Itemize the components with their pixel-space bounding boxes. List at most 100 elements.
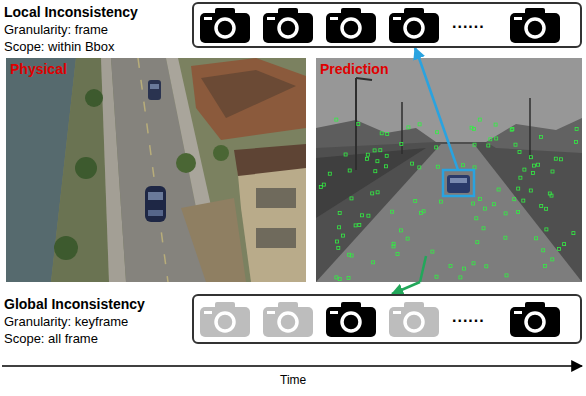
shape-rect (472, 262, 475, 265)
shape-rect (462, 164, 465, 167)
ellipsis: ...... (452, 308, 485, 326)
shape-line (138, 58, 168, 282)
shape-rect (376, 160, 379, 163)
shape-rect (554, 157, 557, 160)
shape-rect (344, 153, 347, 156)
shape-rect (396, 252, 399, 255)
shape-circle (85, 89, 103, 107)
image-label: Prediction (320, 61, 388, 77)
shape-rect (436, 165, 439, 168)
property-text: Scope: within Bbox (4, 40, 115, 55)
shape-rect (367, 214, 370, 217)
shape-use (326, 8, 376, 43)
shape-rect (522, 199, 525, 202)
shape-use (326, 302, 376, 337)
shape-rect (575, 127, 578, 130)
axis-label: Time (280, 374, 306, 388)
property-text: Scope: all frame (4, 332, 98, 347)
shape-use (389, 8, 439, 43)
shape-rect (517, 211, 520, 214)
shape-rect (535, 237, 538, 240)
shape-polygon (201, 70, 296, 118)
shape-rect (513, 198, 516, 201)
image-label: Physical (10, 61, 67, 77)
shape-rect (470, 126, 473, 129)
shape-line (420, 256, 426, 282)
shape-use (263, 8, 313, 43)
shape-rect (492, 203, 495, 206)
shape-rect (373, 149, 376, 152)
shape-rect (357, 122, 360, 125)
shape-rect (478, 118, 481, 121)
shape-rect (335, 276, 338, 279)
shape-rect (485, 265, 488, 268)
shape-circle (75, 157, 97, 179)
shape-rect (475, 217, 478, 220)
shape-rect (483, 207, 486, 210)
connector-arrow (392, 282, 420, 294)
shape-polygon (191, 58, 306, 140)
shape-rect (420, 212, 423, 215)
shape-rect (348, 169, 351, 172)
shape-rect (354, 224, 357, 227)
shape-rect (494, 123, 497, 126)
shape-rect (6, 58, 306, 282)
shape-line (419, 58, 458, 170)
shape-rect (414, 200, 417, 203)
shape-polygon (316, 148, 426, 218)
shape-rect (335, 118, 338, 121)
shape-rect (563, 243, 566, 246)
shape-rect (545, 207, 548, 210)
shape-rect (358, 223, 361, 226)
shape-rect (376, 191, 379, 194)
shape-rect (322, 183, 325, 186)
ellipsis: ...... (452, 14, 485, 32)
shape-line (356, 78, 372, 80)
shape-rect (148, 192, 163, 200)
shape-rect (145, 186, 166, 222)
shape-rect (379, 149, 382, 152)
shape-rect (366, 157, 369, 160)
shape-circle (54, 236, 78, 260)
shape-rect (400, 142, 403, 145)
shape-use (510, 302, 560, 337)
shape-rect (360, 214, 363, 217)
shape-rect (386, 132, 389, 135)
shape-rect (435, 275, 438, 278)
shape-rect (316, 58, 582, 282)
shape-rect (436, 131, 439, 134)
prediction-image: Prediction (316, 58, 582, 282)
shape-rect (482, 227, 485, 230)
shape-rect (514, 143, 517, 146)
shape-rect (372, 261, 375, 264)
shape-rect (392, 245, 395, 248)
shape-rect (540, 205, 543, 208)
shape-rect (338, 278, 341, 281)
physical-scene (6, 58, 306, 282)
shape-circle (213, 145, 229, 161)
shape-rect (148, 80, 161, 100)
property-text: Granularity: keyframe (4, 315, 128, 330)
shape-rect (476, 241, 479, 244)
shape-rect (347, 277, 350, 280)
shape-rect (462, 267, 465, 270)
prediction-scene (316, 58, 582, 282)
shape-rect (337, 246, 340, 249)
shape-rect (550, 194, 553, 197)
shape-rect (487, 144, 490, 147)
shape-polygon (181, 198, 246, 282)
shape-rect (479, 197, 482, 200)
shape-polygon (316, 120, 436, 148)
shape-rect (338, 212, 341, 215)
shape-rect (443, 170, 474, 196)
shape-rect (504, 236, 507, 239)
shape-rect (256, 188, 296, 208)
keyframe-cameras (200, 302, 560, 337)
shape-rect (385, 165, 388, 168)
shape-rect (551, 258, 554, 261)
shape-rect (510, 128, 513, 131)
shape-line (529, 98, 531, 158)
shape-circle (176, 153, 196, 173)
shape-rect (374, 170, 377, 173)
